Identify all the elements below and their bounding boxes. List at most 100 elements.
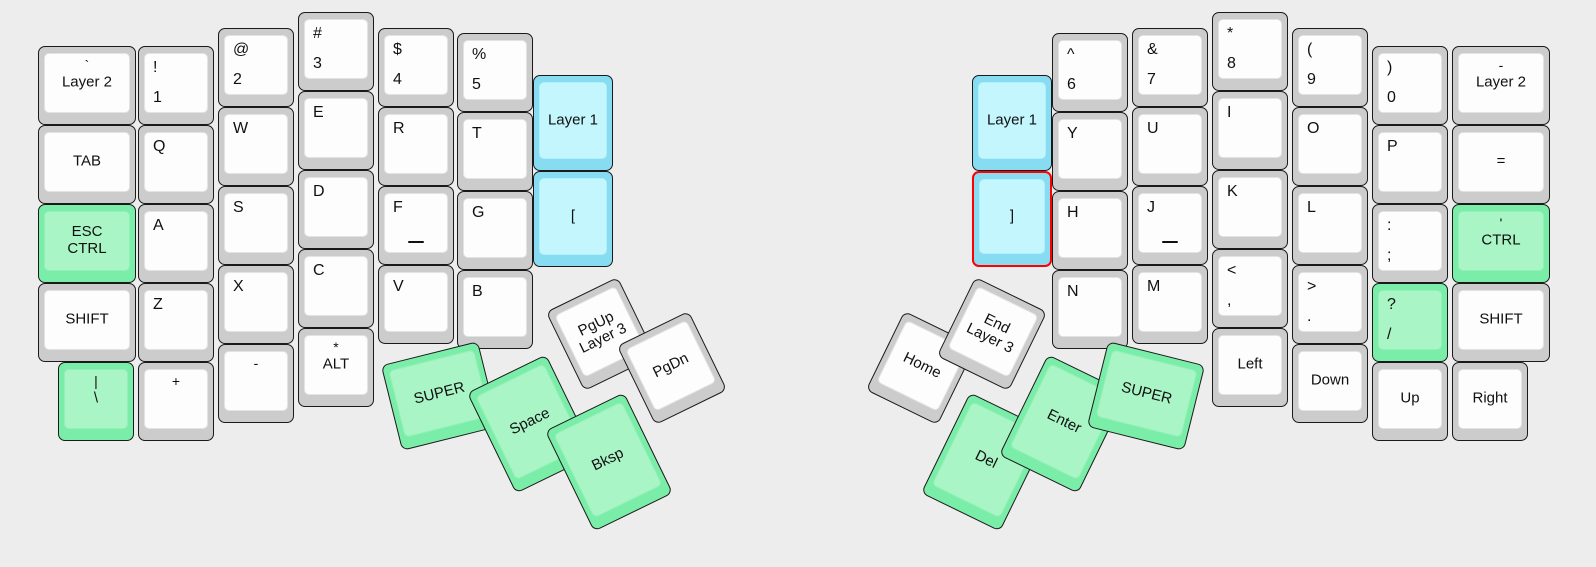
keycap-surface: U bbox=[1138, 114, 1202, 174]
key-l-w[interactable]: W bbox=[218, 107, 294, 186]
key-l-esc-ctrl[interactable]: ESC CTRL bbox=[38, 204, 136, 283]
key-l-5[interactable]: %5 bbox=[457, 33, 533, 112]
keycap-surface: 'CTRL bbox=[1458, 211, 1544, 271]
key-legend-upper: K bbox=[1227, 183, 1238, 200]
key-legend-main: Layer 1 bbox=[986, 111, 1038, 129]
key-r-right[interactable]: Right bbox=[1452, 362, 1528, 441]
key-l-b[interactable]: B bbox=[457, 270, 533, 349]
key-r-6[interactable]: ^6 bbox=[1052, 33, 1128, 112]
key-legend-upper: M bbox=[1147, 278, 1161, 295]
key-legend-main: ESC CTRL bbox=[67, 223, 107, 257]
key-l-q[interactable]: Q bbox=[138, 125, 214, 204]
key-l-c[interactable]: C bbox=[298, 249, 374, 328]
key-r-n[interactable]: N bbox=[1052, 270, 1128, 349]
key-legend-main: ] bbox=[1009, 207, 1015, 225]
key-l-star-alt[interactable]: *ALT bbox=[298, 328, 374, 407]
key-l-r[interactable]: R bbox=[378, 107, 454, 186]
key-r-layer1[interactable]: Layer 1 bbox=[972, 75, 1052, 171]
key-r-up[interactable]: Up bbox=[1372, 362, 1448, 441]
key-l-z[interactable]: Z bbox=[138, 283, 214, 362]
key-l-e[interactable]: E bbox=[298, 91, 374, 170]
key-r-period[interactable]: >. bbox=[1292, 265, 1368, 344]
key-r-u[interactable]: U bbox=[1132, 107, 1208, 186]
key-r-k[interactable]: K bbox=[1212, 170, 1288, 249]
key-legend-main: Up bbox=[1400, 389, 1420, 407]
key-r-y[interactable]: Y bbox=[1052, 112, 1128, 191]
key-l-d[interactable]: D bbox=[298, 170, 374, 249]
key-legend-main: \ bbox=[93, 389, 99, 407]
key-legend-upper: G bbox=[472, 204, 485, 221]
keycap-surface: S bbox=[224, 193, 288, 253]
key-legend-upper: J bbox=[1147, 199, 1155, 216]
key-l-x[interactable]: X bbox=[218, 265, 294, 344]
key-r-semicolon[interactable]: :; bbox=[1372, 204, 1448, 283]
key-l-4[interactable]: $4 bbox=[378, 28, 454, 107]
key-r-7[interactable]: &7 bbox=[1132, 28, 1208, 107]
key-l-s[interactable]: S bbox=[218, 186, 294, 265]
key-r-equal[interactable]: = bbox=[1452, 125, 1550, 204]
key-r-slash[interactable]: ?/ bbox=[1372, 283, 1448, 362]
key-l-f[interactable]: F bbox=[378, 186, 454, 265]
key-legend-main: Left bbox=[1237, 355, 1263, 373]
key-legend-upper: H bbox=[1067, 204, 1079, 221]
key-legend-upper: : bbox=[1387, 217, 1392, 234]
key-l-grave-layer2[interactable]: `Layer 2 bbox=[38, 46, 136, 125]
key-r-o[interactable]: O bbox=[1292, 107, 1368, 186]
key-l-v[interactable]: V bbox=[378, 265, 454, 344]
key-l-2[interactable]: @2 bbox=[218, 28, 294, 107]
key-r-l[interactable]: L bbox=[1292, 186, 1368, 265]
key-l-layer1[interactable]: Layer 1 bbox=[533, 75, 613, 171]
keycap-surface: &7 bbox=[1138, 35, 1202, 95]
key-l-3[interactable]: #3 bbox=[298, 12, 374, 91]
key-r-j[interactable]: J bbox=[1132, 186, 1208, 265]
key-legend-lower: 2 bbox=[233, 71, 242, 89]
key-r-0[interactable]: )0 bbox=[1372, 46, 1448, 125]
key-legend-upper: ) bbox=[1387, 59, 1393, 76]
keycap-surface: [ bbox=[539, 178, 607, 255]
key-l-minus[interactable]: - bbox=[218, 344, 294, 423]
key-legend-top: | bbox=[94, 373, 98, 389]
key-legend-main: [ bbox=[570, 207, 576, 225]
key-r-m[interactable]: M bbox=[1132, 265, 1208, 344]
key-l-tab[interactable]: TAB bbox=[38, 125, 136, 204]
keycap-surface: R bbox=[384, 114, 448, 174]
key-l-shift[interactable]: SHIFT bbox=[38, 283, 136, 362]
key-legend-main: Layer 1 bbox=[547, 111, 599, 129]
key-l-g[interactable]: G bbox=[457, 191, 533, 270]
key-legend-lower: 5 bbox=[472, 76, 481, 94]
keycap-surface: T bbox=[463, 119, 527, 179]
keycap-surface: E bbox=[304, 98, 368, 158]
key-l-t[interactable]: T bbox=[457, 112, 533, 191]
key-r-minus-layer2[interactable]: -Layer 2 bbox=[1452, 46, 1550, 125]
key-l-a[interactable]: A bbox=[138, 204, 214, 283]
key-r-p[interactable]: P bbox=[1372, 125, 1448, 204]
key-legend-upper: & bbox=[1147, 41, 1158, 58]
key-r-9[interactable]: (9 bbox=[1292, 28, 1368, 107]
keycap-surface: SHIFT bbox=[1458, 290, 1544, 350]
key-r-i[interactable]: I bbox=[1212, 91, 1288, 170]
key-r-down[interactable]: Down bbox=[1292, 344, 1368, 423]
key-legend-upper: T bbox=[472, 125, 482, 142]
key-l-pipe-bslash[interactable]: |\ bbox=[58, 362, 134, 441]
key-l-1[interactable]: !1 bbox=[138, 46, 214, 125]
keycap-surface: K bbox=[1218, 177, 1282, 237]
keycap-surface: !1 bbox=[144, 53, 208, 113]
key-r-quote-ctrl[interactable]: 'CTRL bbox=[1452, 204, 1550, 283]
key-l-lbracket[interactable]: [ bbox=[533, 171, 613, 267]
keycap-surface: + bbox=[144, 369, 208, 429]
key-l-plus[interactable]: + bbox=[138, 362, 214, 441]
keycap-surface: :; bbox=[1378, 211, 1442, 271]
keycap-surface: `Layer 2 bbox=[44, 53, 130, 113]
key-legend-lower: , bbox=[1227, 292, 1232, 310]
key-legend-upper: ! bbox=[153, 59, 158, 76]
key-legend-main: = bbox=[1496, 152, 1506, 170]
key-r-rbracket[interactable]: ] bbox=[972, 171, 1052, 267]
keycap-surface: M bbox=[1138, 272, 1202, 332]
keycap-surface: O bbox=[1298, 114, 1362, 174]
keycap-surface: W bbox=[224, 114, 288, 174]
key-r-comma[interactable]: <, bbox=[1212, 249, 1288, 328]
key-r-h[interactable]: H bbox=[1052, 191, 1128, 270]
key-r-8[interactable]: *8 bbox=[1212, 12, 1288, 91]
key-r-left[interactable]: Left bbox=[1212, 328, 1288, 407]
key-r-shift[interactable]: SHIFT bbox=[1452, 283, 1550, 362]
